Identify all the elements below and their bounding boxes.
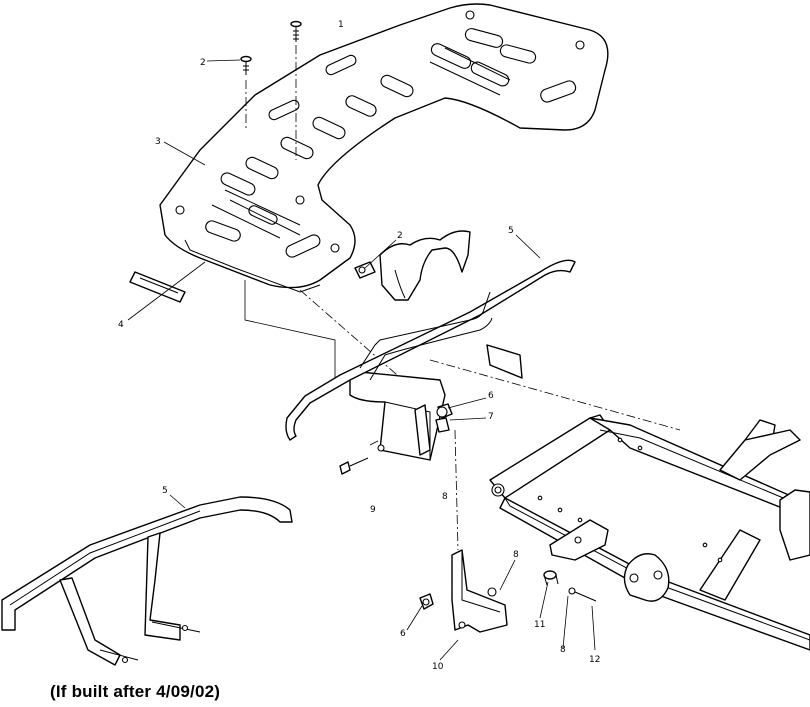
frame-holes xyxy=(537,437,723,563)
bracket-10 xyxy=(419,549,508,633)
rack-screw-2 xyxy=(240,55,252,130)
mounting-plate xyxy=(349,344,523,461)
vehicle-frame xyxy=(489,414,810,651)
rack-crossbars xyxy=(211,47,511,239)
build-date-note: (If built after 4/09/02) xyxy=(50,682,221,701)
rear-rack xyxy=(159,3,609,293)
callout-5-grab-bar: 5 xyxy=(508,226,514,236)
reflector xyxy=(129,271,186,303)
bolt-12 xyxy=(568,587,597,602)
callout-11: 11 xyxy=(534,620,545,630)
frame-bracket-upper xyxy=(354,230,471,301)
callout-12: 12 xyxy=(589,655,600,665)
grab-bar-alternate xyxy=(1,496,293,666)
callout-6-lower: 6 xyxy=(400,629,406,639)
callout-1: 1 xyxy=(338,20,344,30)
callout-4: 4 xyxy=(118,320,124,330)
callout-7: 7 xyxy=(488,412,494,422)
spacer-11 xyxy=(543,570,559,586)
bolt-9 xyxy=(339,457,369,475)
callout-9: 9 xyxy=(370,505,376,515)
callout-6-upper: 6 xyxy=(488,391,494,401)
callout-8-middle: 8 xyxy=(513,550,519,560)
callout-labels: 1 2 2 3 4 5 5 6 6 7 8 8 8 9 10 11 12 xyxy=(118,20,600,672)
callout-8-lower: 8 xyxy=(560,645,566,655)
rack-slots xyxy=(205,28,577,258)
callout-2-bracket: 2 xyxy=(397,231,403,241)
rack-mount-holes xyxy=(175,10,585,253)
rack-screw-1 xyxy=(290,20,302,160)
callout-10: 10 xyxy=(432,662,444,672)
grab-bar xyxy=(285,259,576,441)
callout-leaders xyxy=(127,59,596,661)
callout-8-upper: 8 xyxy=(442,492,448,502)
callout-3: 3 xyxy=(155,137,161,147)
callout-2-screw: 2 xyxy=(200,58,206,68)
callout-5-alternate: 5 xyxy=(162,486,168,496)
